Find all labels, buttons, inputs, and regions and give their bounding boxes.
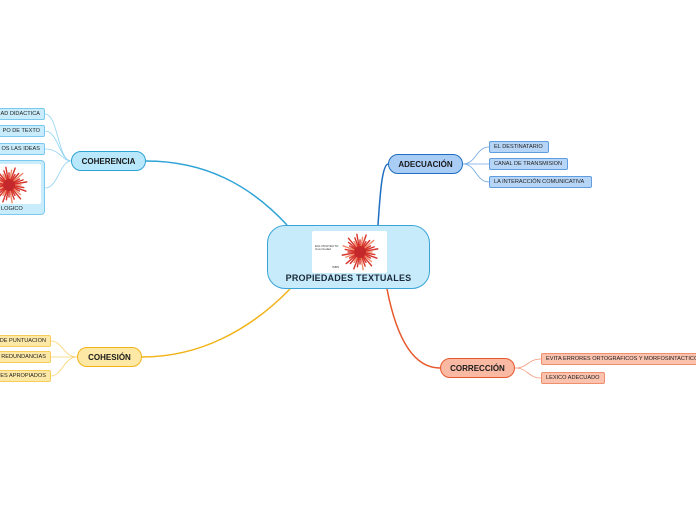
sphere-spike [11,172,20,182]
sphere-spike [363,253,378,259]
sphere-spike [0,187,6,194]
sphere-spike [356,256,360,268]
branch-adecuacion[interactable]: ADECUACIÓN [388,154,463,174]
sphere-spike [11,188,22,200]
sphere-spike [361,234,367,249]
sphere-spike [353,240,359,249]
sphere-spike [360,256,364,271]
sphere-spike [12,179,24,184]
sphere-spike [361,255,367,264]
adecuacion-item-2[interactable]: CANAL DE TRANSMISION [489,158,568,170]
sphere-spike [360,236,364,248]
cohesion-item-1[interactable]: DE PUNTUACION [0,335,51,347]
sphere-spike [353,255,359,264]
branch-coherencia[interactable]: COHERENCIA [71,151,146,171]
cohesion-item-3[interactable]: ES APROPIADOS [0,370,51,382]
sphere-spike [345,253,357,258]
sphere-spike [341,252,356,256]
sphere-spike [10,188,15,200]
coherencia-item-4[interactable]: LOGICO [0,160,45,215]
sphere-spike [0,173,7,182]
sphere-spike [364,252,376,256]
central-image-text: EUL PROYECTO Una Ciudad [315,244,339,252]
sphere-spike [362,255,373,267]
sphere-spike [3,170,8,182]
cohesion-sub-connectors [50,340,78,377]
sphere-spike [363,253,372,259]
sphere-spike [356,233,360,248]
coherencia-item-4-image [0,164,41,204]
sphere-spike [361,255,366,267]
sphere-spike [347,237,358,249]
coherencia-item-4-label: LOGICO [1,206,23,212]
sphere-spike [0,185,5,188]
coherencia-item-2[interactable]: PO DE TEXTO [0,125,45,137]
branch-correccion[interactable]: CORRECCIÓN [440,358,515,378]
sphere-spike [13,181,28,185]
sphere-spike [363,254,373,263]
sphere-spike [364,248,379,252]
sphere-spike [363,246,375,251]
sphere-spike [0,180,6,184]
cohesion-item-2[interactable]: REDUNDANCIAS [0,351,51,363]
sphere-spike [0,188,7,197]
sphere-spike [5,166,9,181]
branch-cohesion[interactable]: COHESIÓN [77,347,142,367]
adecuacion-item-3[interactable]: LA INTERACCIÓN COMUNICATIVA [489,176,592,188]
sphere-spike [362,239,371,249]
sphere-spike [353,255,359,270]
sphere-spike [10,188,16,197]
sphere-spike [13,185,25,189]
sphere-spike [12,187,22,196]
sphere-spike [347,241,357,250]
sphere-spike [9,169,13,181]
sphere-spike [344,248,356,252]
sphere-spike [0,176,6,183]
adecuacion-sub-connectors [462,146,490,183]
sphere-spike [12,172,24,183]
sphere-spike [2,173,8,182]
central-topic[interactable]: EUL PROYECTO Una Ciudad ISBN PROPIEDADES… [267,225,430,289]
connector-correccion [386,288,441,369]
sphere-spike [342,245,357,251]
sphere-spike [2,188,8,197]
sphere-spike [0,186,6,192]
connector-adecuacion [377,163,389,226]
connector-coherencia [145,160,288,226]
coherencia-item-1[interactable]: AD DIDACTICA [0,108,45,120]
correccion-sub-connectors [514,358,542,379]
coherencia-sub-connectors [44,113,72,189]
sphere-spike [363,239,375,250]
adecuacion-item-1[interactable]: EL DESTINATARIO [489,141,549,153]
sphere-spike [0,182,5,185]
sphere-spike [12,186,27,192]
sphere-spike [0,178,6,184]
sphere-spike [9,189,13,204]
sphere-spike [5,189,9,201]
red-radial-sphere-icon [341,233,379,271]
sphere-spike [361,240,367,249]
red-radial-sphere-icon [0,166,28,204]
central-image-isbn: ISBN [332,265,340,269]
sphere-spike [0,186,6,190]
sphere-spike [363,245,372,251]
coherencia-item-3[interactable]: OS LAS IDEAS [0,143,45,155]
sphere-spike [2,188,8,203]
central-image: EUL PROYECTO Una Ciudad ISBN [312,231,387,273]
central-title: PROPIEDADES TEXTUALES [285,273,412,283]
sphere-spike [12,178,21,184]
sphere-spike [349,255,358,265]
correccion-item-1[interactable]: EVITA ERRORES ORTOGRAFICOS Y MORFOSINTAC… [541,353,696,365]
sphere-spike [354,237,359,249]
sphere-spike [10,173,16,182]
sphere-spike [345,254,357,265]
correccion-item-2[interactable]: LEXICO ADECUADO [541,372,605,384]
sphere-spike [10,167,16,182]
sphere-spike [12,186,21,192]
connector-cohesion [141,288,291,358]
sphere-spike [348,253,357,259]
sphere-spike [348,245,357,251]
